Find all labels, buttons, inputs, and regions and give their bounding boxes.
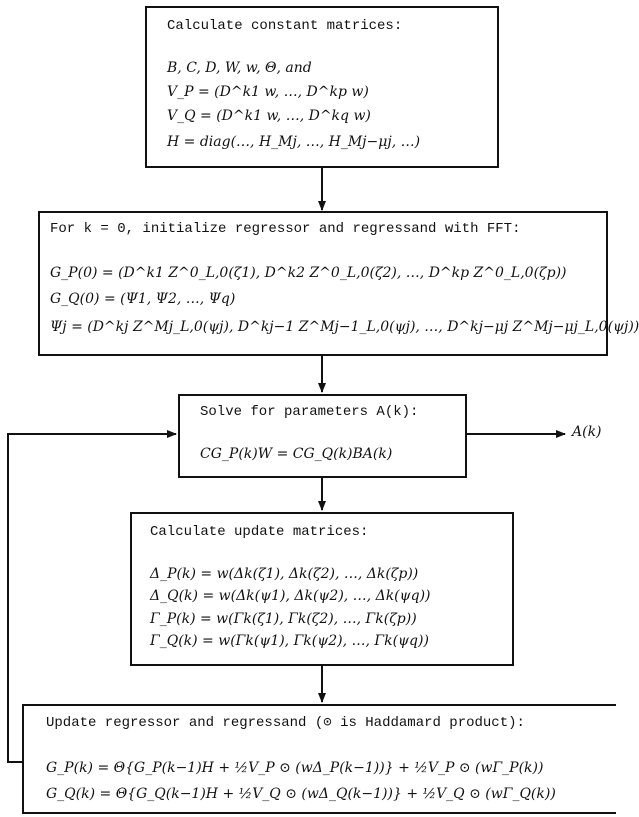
psi-j-equation: Ψj = (D^kj Z^Mj_L,0(ψj), D^kj−1 Z^Mj−1_L… xyxy=(50,319,639,335)
loop-feedback-line xyxy=(7,430,177,763)
initialize-box: For k = 0, initialize regressor and regr… xyxy=(38,211,639,356)
gq0-equation: G_Q(0) = (Ψ1, Ψ2, …, Ψq) xyxy=(50,291,236,307)
gamma-q-equation: Γ_Q(k) = w(Γk(ψ1), Γk(ψ2), …, Γk(ψq)) xyxy=(150,633,429,649)
delta-p-equation: Δ_P(k) = w(Δk(ζ1), Δk(ζ2), …, Δk(ζp)) xyxy=(150,566,419,582)
delta-q-equation: Δ_Q(k) = w(Δk(ψ1), Δk(ψ2), …, Δk(ψq)) xyxy=(150,588,431,604)
solve-parameters-box: Solve for parameters A(k): CG_P(k)W = CG… xyxy=(178,394,467,478)
constants-list: B, C, D, W, w, Θ, and xyxy=(167,60,312,76)
h-definition: H = diag(…, H_Mj, …, H_Mj−μj, …) xyxy=(167,134,421,150)
gp-update-equation: G_P(k) = Θ{G_P(k−1)H + ½V_P ⊙ (wΔ_P(k−1)… xyxy=(46,760,544,776)
solve-parameters-title: Solve for parameters A(k): xyxy=(200,404,419,420)
update-regressor-title: Update regressor and regressand (⊙ is Ha… xyxy=(46,715,525,731)
gp0-equation: G_P(0) = (D^k1 Z^0_L,0(ζ1), D^k2 Z^0_L,0… xyxy=(50,265,567,281)
solve-equation: CG_P(k)W = CG_Q(k)BA(k) xyxy=(200,446,393,462)
initialize-title: For k = 0, initialize regressor and regr… xyxy=(50,221,521,237)
update-regressor-box: Update regressor and regressand (⊙ is Ha… xyxy=(22,704,616,814)
constant-matrices-title: Calculate constant matrices: xyxy=(167,18,403,34)
update-matrices-box: Calculate update matrices: Δ_P(k) = w(Δk… xyxy=(130,512,514,666)
output-label: A(k) xyxy=(572,424,602,440)
gamma-p-equation: Γ_P(k) = w(Γk(ζ1), Γk(ζ2), …, Γk(ζp)) xyxy=(150,611,417,627)
constant-matrices-box: Calculate constant matrices: B, C, D, W,… xyxy=(145,6,499,168)
update-matrices-title: Calculate update matrices: xyxy=(150,524,369,540)
vp-definition: V_P = (D^k1 w, …, D^kp w) xyxy=(167,84,369,100)
vq-definition: V_Q = (D^k1 w, …, D^kq w) xyxy=(167,108,371,124)
gq-update-equation: G_Q(k) = Θ{G_Q(k−1)H + ½V_Q ⊙ (wΔ_Q(k−1)… xyxy=(46,786,556,802)
flow-connectors xyxy=(7,168,566,763)
